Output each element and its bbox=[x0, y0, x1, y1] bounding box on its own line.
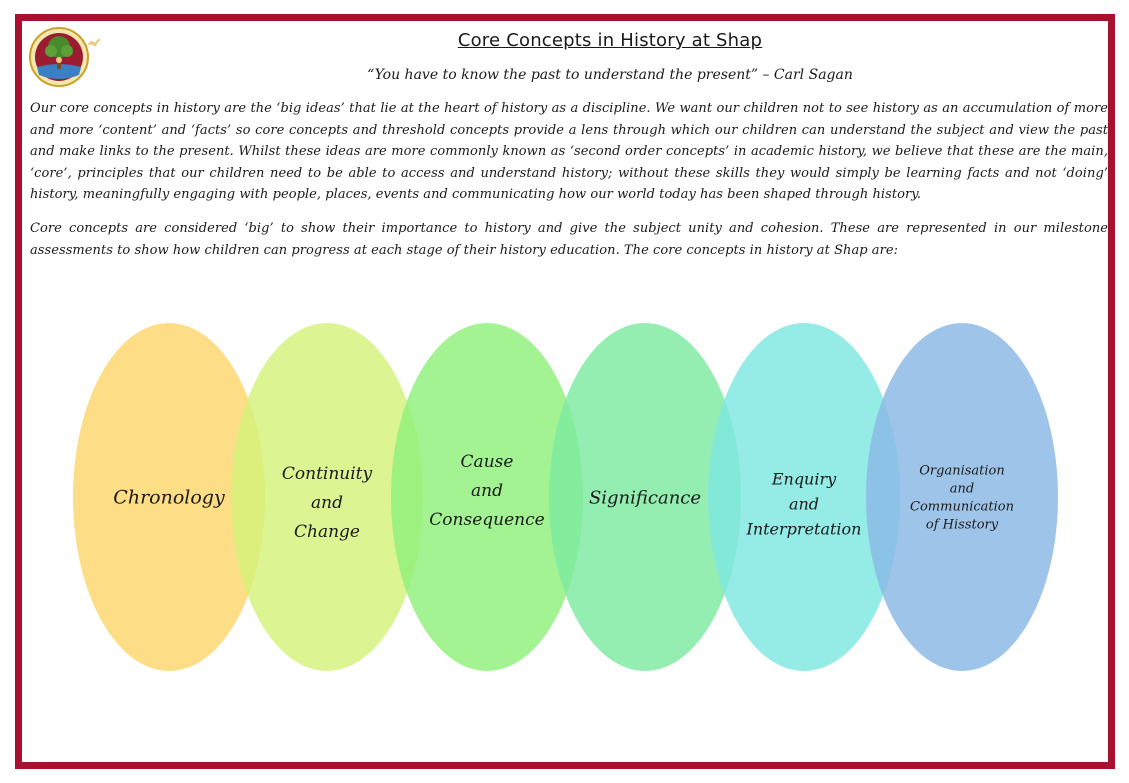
bird-icon bbox=[87, 39, 101, 47]
school-logo bbox=[29, 27, 89, 87]
organisation-communication-label-line: of Hisstory bbox=[926, 518, 999, 533]
continuity-change-label-line: Change bbox=[294, 522, 360, 542]
organisation-communication-label-line: and bbox=[950, 482, 974, 497]
cause-consequence-label-line: Consequence bbox=[429, 510, 544, 530]
organisation-communication-label-line: Communication bbox=[910, 500, 1014, 515]
logo-water bbox=[37, 64, 81, 79]
chronology-ellipse bbox=[73, 323, 265, 671]
enquiry-interpretation-label-line: and bbox=[789, 495, 819, 514]
intro-paragraph: Our core concepts in history are the ‘bi… bbox=[30, 101, 1108, 202]
cause-consequence-ellipse bbox=[391, 323, 583, 671]
organisation-communication-ellipse bbox=[866, 323, 1058, 671]
summary-paragraph: Core concepts are considered ‘big’ to sh… bbox=[30, 221, 1108, 258]
cause-consequence-label-line: and bbox=[471, 481, 503, 501]
continuity-change-label-line: Continuity bbox=[282, 464, 373, 484]
logo-figure bbox=[56, 57, 62, 63]
significance-label-line: Significance bbox=[589, 487, 701, 508]
significance-ellipse bbox=[549, 323, 741, 671]
organisation-communication-label-line: Organisation bbox=[919, 464, 1004, 479]
enquiry-interpretation-label-line: Enquiry bbox=[771, 470, 837, 489]
enquiry-interpretation-label-line: Interpretation bbox=[746, 520, 862, 539]
continuity-change-ellipse bbox=[231, 323, 423, 671]
quote: “You have to know the past to understand… bbox=[367, 67, 853, 83]
page-title: Core Concepts in History at Shap bbox=[457, 30, 763, 51]
continuity-change-label-line: and bbox=[311, 493, 343, 513]
cause-consequence-label-line: Cause bbox=[461, 452, 514, 472]
enquiry-interpretation-ellipse bbox=[708, 323, 900, 671]
chronology-label-line: Chronology bbox=[113, 487, 225, 509]
